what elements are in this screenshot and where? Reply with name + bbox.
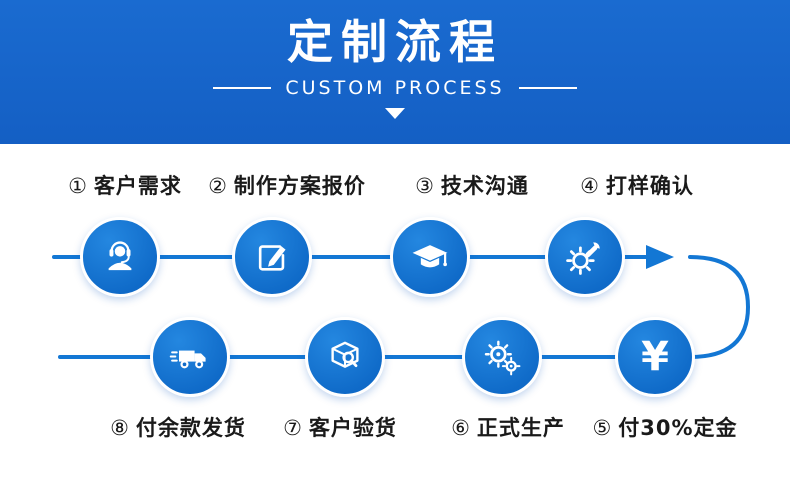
delivery-truck-icon bbox=[169, 350, 206, 369]
page-subtitle: CUSTOM PROCESS bbox=[285, 76, 505, 99]
headset-agent-icon bbox=[108, 241, 132, 271]
step-6-circle bbox=[462, 317, 542, 397]
graduation-cap-icon bbox=[412, 245, 448, 268]
header-banner: 定制流程 CUSTOM PROCESS bbox=[0, 0, 790, 144]
gears-icon bbox=[484, 340, 521, 376]
step-7-circle bbox=[305, 317, 385, 397]
down-triangle-icon bbox=[385, 107, 405, 119]
subtitle-line-left bbox=[213, 86, 272, 89]
yen-icon: ¥ bbox=[641, 334, 669, 380]
step-1-circle bbox=[80, 217, 160, 297]
box-inspect-icon bbox=[331, 341, 359, 368]
edit-pencil-icon bbox=[258, 245, 286, 271]
wrench-gear-icon bbox=[566, 242, 600, 275]
step-2-circle bbox=[232, 217, 312, 297]
subtitle-line-right bbox=[518, 86, 577, 89]
subtitle-row: CUSTOM PROCESS bbox=[0, 77, 790, 99]
step-8-circle bbox=[150, 317, 230, 397]
arrow-right-icon bbox=[646, 245, 674, 269]
step-3-circle bbox=[390, 217, 470, 297]
step-4-circle bbox=[545, 217, 625, 297]
step-5-circle: ¥ bbox=[615, 317, 695, 397]
page-title: 定制流程 bbox=[287, 15, 503, 69]
